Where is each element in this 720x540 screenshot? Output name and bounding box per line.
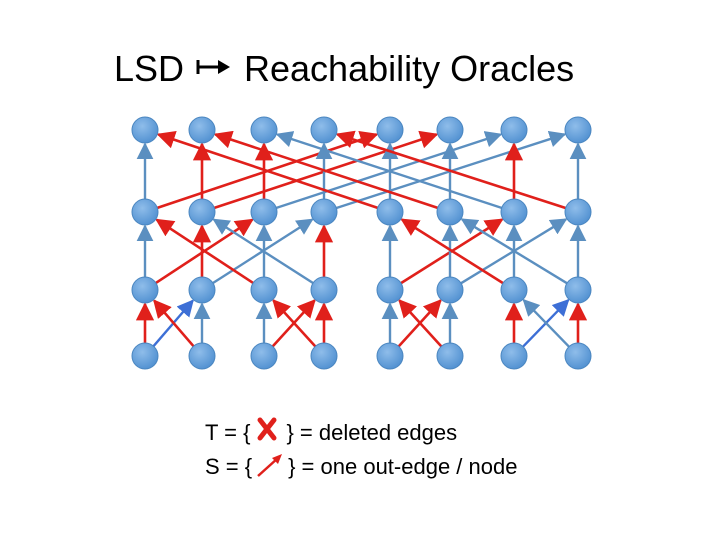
node-l1-1 <box>188 198 216 226</box>
edge-blue-44 <box>275 131 502 210</box>
edge-red-1 <box>153 299 195 348</box>
node-l3-7 <box>564 342 592 370</box>
node-l3-0 <box>131 342 159 370</box>
right-arrow-icon <box>196 60 230 74</box>
edge-red-40 <box>156 130 379 210</box>
edge-blue-30 <box>460 218 568 285</box>
node-l1-4 <box>376 198 404 226</box>
legend-s-suffix: } = one out-edge / node <box>288 454 518 479</box>
edge-red-10 <box>398 299 443 348</box>
node-l0-4 <box>376 116 404 144</box>
legend-s-prefix: S = { <box>205 454 253 479</box>
node-l0-1 <box>188 116 216 144</box>
node-l2-1 <box>188 276 216 304</box>
node-l1-2 <box>250 198 278 226</box>
edge-red-6 <box>272 299 317 348</box>
title-lsd: LSD <box>114 48 185 89</box>
node-l1-6 <box>500 198 528 226</box>
node-l1-5 <box>436 198 464 226</box>
red-arrow-icon <box>252 454 288 478</box>
node-l3-6 <box>500 342 528 370</box>
node-l2-5 <box>436 276 464 304</box>
edge-red-28 <box>400 218 504 285</box>
node-l2-2 <box>250 276 278 304</box>
node-l0-7 <box>564 116 592 144</box>
edge-blue-22 <box>212 218 314 285</box>
node-l2-3 <box>310 276 338 304</box>
node-l3-2 <box>250 342 278 370</box>
node-l0-2 <box>250 116 278 144</box>
node-l3-1 <box>188 342 216 370</box>
legend-out-edge: S = { } = one out-edge / node <box>205 454 517 480</box>
node-l2-4 <box>376 276 404 304</box>
node-l1-0 <box>131 198 159 226</box>
edge-red-42 <box>213 130 439 210</box>
node-l0-5 <box>436 116 464 144</box>
node-l0-0 <box>131 116 159 144</box>
slide-title: LSD Reachability Oracles <box>0 44 720 100</box>
node-l0-3 <box>310 116 338 144</box>
node-l2-0 <box>131 276 159 304</box>
title-reachability-oracles: Reachability Oracles <box>244 48 575 89</box>
deleted-edge-x-icon <box>250 417 286 444</box>
edge-blue-14 <box>522 298 570 348</box>
node-l3-3 <box>310 342 338 370</box>
node-l2-7 <box>564 276 592 304</box>
legend-t-suffix: } = deleted edges <box>286 420 458 445</box>
node-l1-7 <box>564 198 592 226</box>
edge-red-20 <box>155 218 254 284</box>
node-l3-4 <box>376 342 404 370</box>
legend-t-prefix: T = { <box>205 420 251 445</box>
node-l1-3 <box>310 198 338 226</box>
edge-red-46 <box>335 130 566 210</box>
legend-deleted-edges: T = { } = deleted edges <box>205 417 458 446</box>
node-l2-6 <box>500 276 528 304</box>
node-l0-6 <box>500 116 528 144</box>
edges-group <box>135 130 588 348</box>
nodes-group <box>131 116 592 370</box>
node-l3-5 <box>436 342 464 370</box>
